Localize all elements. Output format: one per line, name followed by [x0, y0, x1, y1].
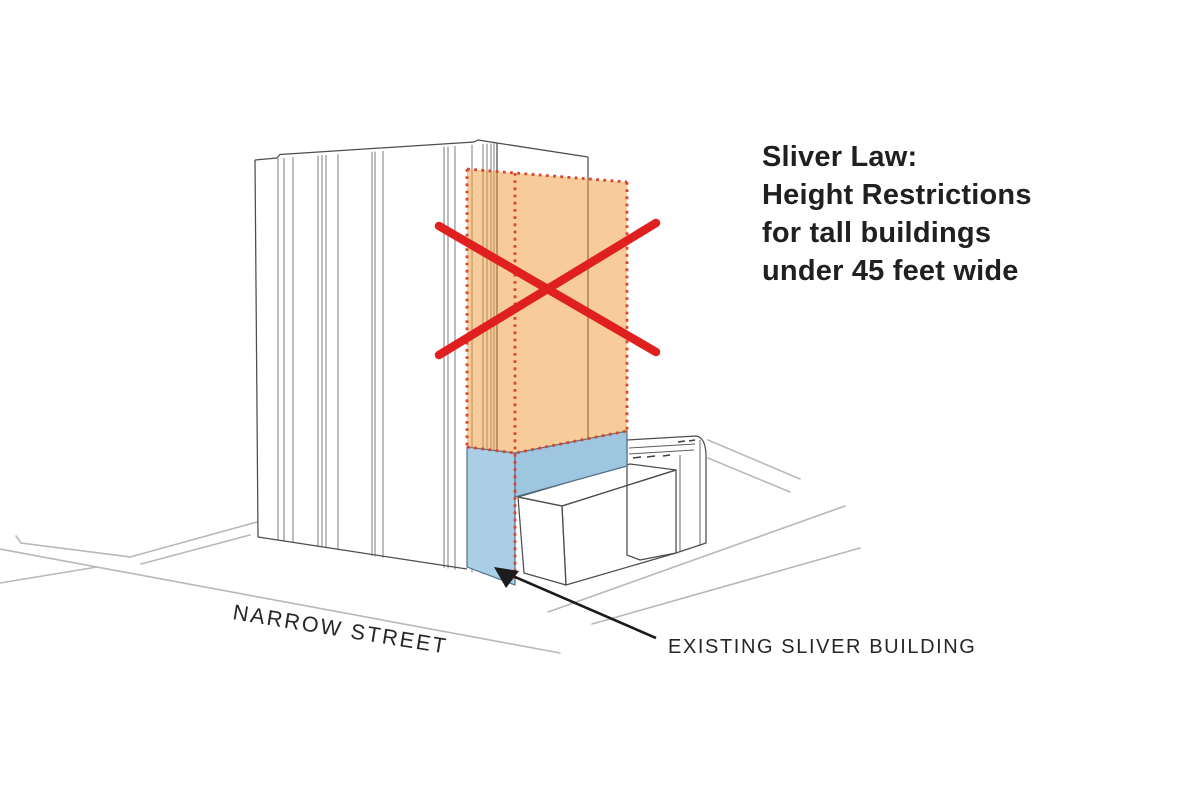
tower-left-edge: [254, 159, 259, 538]
existing-sliver-building-label: EXISTING SLIVER BUILDING: [668, 636, 976, 658]
street-curb-back-right-upper: [707, 439, 801, 480]
x-mark-icon: [434, 218, 661, 360]
prohibited-volume-front-face: [467, 169, 515, 452]
rear-roof-ticks: [632, 439, 696, 459]
tower-roof-edge-right: [496, 142, 589, 158]
x-mark-stroke-2: [434, 218, 661, 360]
right-street-right-curb: [591, 547, 861, 625]
rear-low-building: [626, 435, 707, 561]
title-line-2: Height Restrictions: [762, 179, 1032, 211]
prohibited-volume-dashed-edges: [465, 167, 629, 583]
rear-roof-line-2: [628, 449, 695, 455]
tower-base-edge: [257, 536, 468, 570]
title-block: Sliver Law: Height Restrictions for tall…: [762, 138, 1082, 290]
rear-building-outline: [626, 435, 707, 561]
arrow-head-icon: [494, 567, 519, 588]
rear-roof-line-1: [628, 443, 696, 449]
arrow-line: [507, 572, 657, 640]
cross-street-far-curb: [129, 521, 258, 558]
narrow-street-label: NARROW STREET: [231, 600, 449, 658]
cross-street-near-curb: [0, 566, 98, 584]
dashed-top-edge: [466, 167, 628, 184]
prohibited-volume-side-face: [515, 173, 627, 452]
dashed-bottom-edge: [466, 429, 628, 455]
street-curb-back-left: [15, 535, 131, 558]
right-street-left-curb: [547, 505, 846, 613]
cross-street-inner-curb: [140, 534, 251, 565]
sliver-building: [466, 430, 628, 586]
title-line-1: Sliver Law:: [762, 141, 918, 173]
street-curb-front: [0, 548, 561, 654]
prohibited-volume: [467, 169, 627, 452]
title-line-3: for tall buildings: [762, 217, 992, 249]
callout-arrow: [494, 567, 657, 640]
title-line-4: under 45 feet wide: [762, 255, 1019, 287]
tower-roof-edge-front: [254, 139, 498, 161]
front-building-left-face: [517, 496, 567, 586]
front-building-front-face: [561, 469, 677, 586]
street-lines: [0, 439, 861, 654]
sliver-building-front-face: [466, 446, 516, 586]
street-curb-back-right-lower: [707, 457, 791, 493]
